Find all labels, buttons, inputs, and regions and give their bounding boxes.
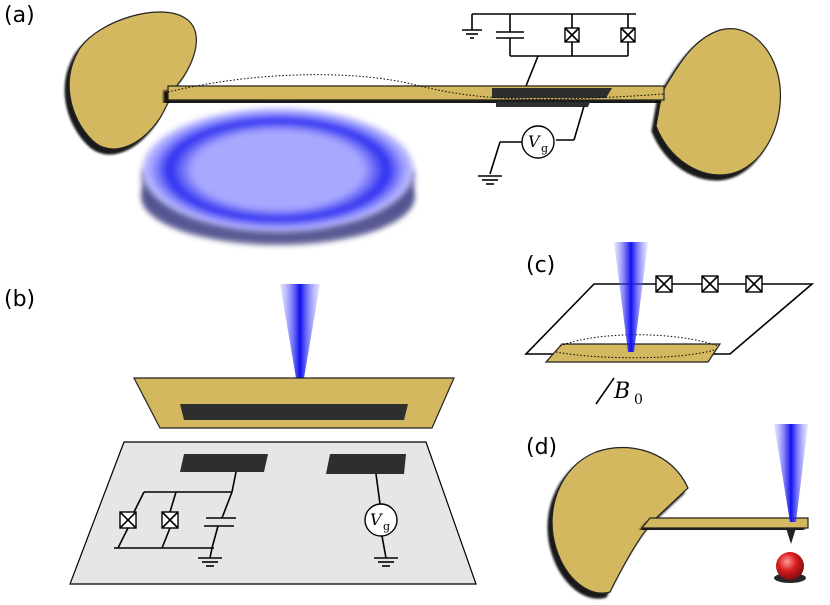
voltage-source-icon: V g [364, 503, 398, 537]
panel-c: (c) B 0 [524, 242, 815, 408]
mode-shape-c [559, 334, 719, 347]
vg-subscript-b: g [383, 520, 390, 533]
cantilever-pad [551, 446, 689, 594]
laser-beam-icon [280, 284, 320, 378]
gate-electrode [496, 102, 590, 107]
gate-circuit: V g [478, 105, 585, 185]
josephson-junction-icon [655, 275, 673, 293]
laser-beam-icon [614, 242, 648, 352]
b0-subscript: 0 [634, 392, 643, 408]
right-pad [655, 28, 782, 176]
ground-icon [374, 557, 398, 567]
mode-shape [167, 74, 665, 100]
substrate-electrode-left [180, 454, 268, 472]
ground-icon [198, 557, 222, 567]
beam-slab [133, 377, 455, 429]
vg-symbol-b: V [370, 510, 383, 529]
laser-beam-icon [774, 424, 808, 522]
panel-b: (b) [4, 284, 477, 585]
substrate-circuit-left [114, 471, 237, 567]
mode-shape-c2 [555, 349, 715, 359]
slab-electrode [180, 404, 408, 420]
panel-d: (d) [526, 424, 809, 594]
substrate-circuit-right: V g [364, 473, 398, 567]
josephson-junction-icon [564, 27, 580, 43]
beam-electrode [492, 88, 612, 98]
magnetic-tip [786, 528, 796, 544]
josephson-junction-icon [161, 511, 179, 529]
squid-loop [524, 283, 815, 355]
top-circuit [462, 13, 636, 87]
b0-symbol: B [613, 379, 630, 404]
vg-subscript-a: g [541, 142, 548, 155]
panel-a: (a) [4, 3, 782, 245]
left-pad [68, 11, 197, 150]
josephson-junction-icon [620, 27, 636, 43]
josephson-junction-icon [745, 275, 763, 293]
josephson-junction-icon [701, 275, 719, 293]
josephson-junction-icon [119, 511, 137, 529]
voltage-source-icon: V g [521, 125, 555, 159]
vg-symbol-a: V [528, 132, 541, 151]
panel-b-label: (b) [4, 287, 35, 312]
field-arrow [595, 377, 615, 405]
substrate-electrode-right [326, 454, 406, 474]
panel-a-label: (a) [4, 3, 35, 28]
magnetic-sphere-icon [776, 552, 804, 580]
panel-c-label: (c) [526, 253, 555, 278]
loop-beam [544, 343, 722, 363]
panel-d-label: (d) [526, 435, 557, 460]
ground-icon [478, 175, 502, 185]
cantilever [640, 517, 809, 529]
disk-resonator [142, 108, 414, 245]
